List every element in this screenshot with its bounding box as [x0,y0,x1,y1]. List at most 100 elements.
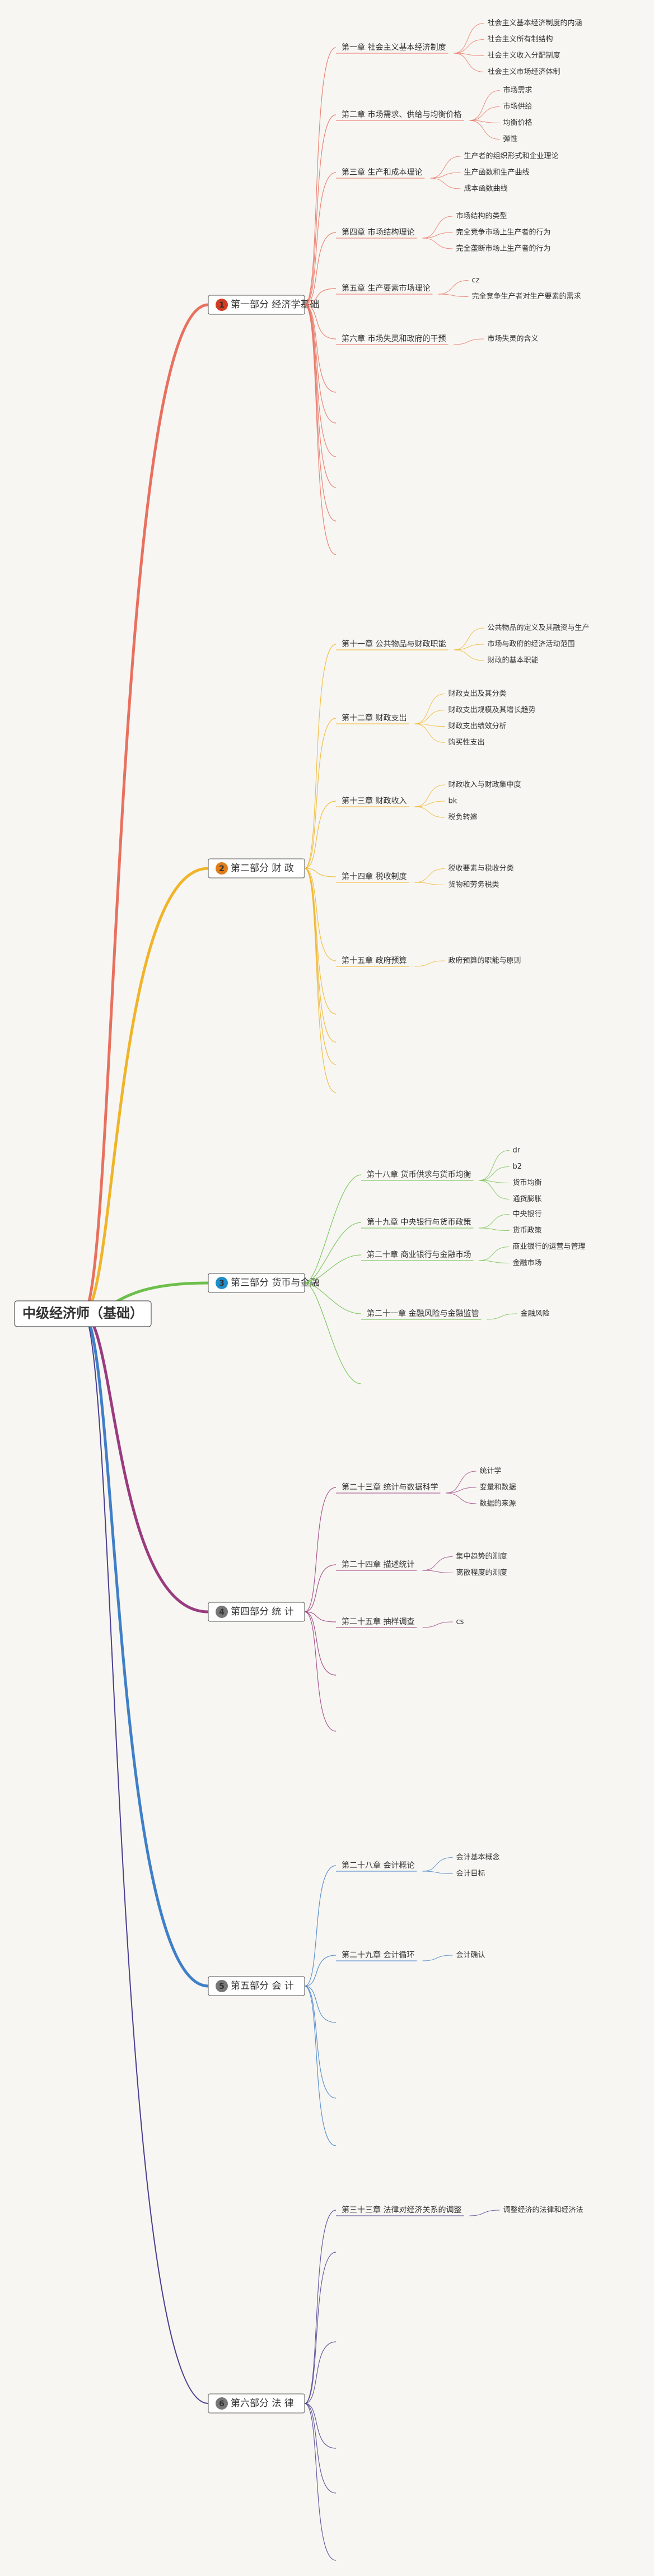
item-label: 完全竞争市场上生产者的行为 [456,228,550,237]
item-label: 市场结构的类型 [456,212,507,221]
chapter-connector [304,232,337,305]
chapter-node[interactable]: 第十二章 财政支出财政支出及其分类财政支出规模及其增长趋势财政支出绩效分析购买性… [336,690,535,747]
empty-branch-line [304,868,337,1043]
chapter-title: 第三章 生产和成本理论 [342,168,422,177]
branch-line-part-1 [82,303,209,1315]
chapter-connector [304,2210,337,2404]
item-connector [446,1487,477,1494]
chapter-node[interactable]: 第六章 市场失灵和政府的干预市场失灵的含义 [336,334,538,345]
chapter-title: 第二十四章 描述统计 [342,1560,414,1569]
item-label: 市场与政府的经济活动范围 [487,640,574,649]
chapter-node[interactable]: 第四章 市场结构理论市场结构的类型完全竞争市场上生产者的行为完全垄断市场上生产者… [336,212,550,253]
item-label: 社会主义收入分配制度 [487,51,560,60]
chapter-title: 第一章 社会主义基本经济制度 [342,43,446,52]
part-title: 第三部分 货币与金融 [231,1277,319,1289]
item-label: 税收要素与税收分类 [448,864,513,873]
chapter-node[interactable]: 第十五章 政府预算 政府预算的职能与原则 [336,956,521,967]
item-connector [469,120,500,123]
item-label: 均衡价格 [503,118,532,127]
item-connector [422,216,453,239]
item-label: 财政支出及其分类 [448,690,506,698]
empty-branch-line [304,2403,337,2449]
item-label: 税负转嫁 [448,813,477,822]
part-number-badge [216,1277,228,1289]
item-label: 政府预算的职能与原则 [448,956,521,965]
item-connector [454,338,484,345]
item-label: 集中趋势的测度 [456,1552,507,1561]
item-connector [469,120,500,140]
chapter-node[interactable]: 第十一章 公共物品与财政职能公共物品的定义及其融资与生产市场与政府的经济活动范围… [336,624,589,665]
item-label: 完全竞争生产者对生产要素的需求 [471,292,581,301]
part-number: 1 [219,301,225,310]
item-label: dr [512,1146,520,1155]
empty-branch-line [304,2252,337,2404]
chapter-node[interactable]: 第三十三章 法律对经济关系的调整调整经济的法律和经济法 [336,2205,583,2216]
item-connector [438,294,469,297]
part-number: 2 [219,864,225,873]
empty-branch-line [304,304,337,522]
chapter-title: 第十五章 政府预算 [342,956,407,965]
item-connector [422,1556,453,1571]
empty-branch-line [304,1611,337,1732]
item-connector [479,1260,510,1263]
part-number: 6 [219,2400,225,2408]
item-label: 会计目标 [456,1870,485,1878]
chapter-node[interactable]: 第二十九章 会计循环 会计确认 [336,1950,485,1961]
item-label: 统计学 [479,1467,501,1476]
item-connector [422,1857,453,1872]
chapter-title: 第四章 市场结构理论 [342,227,414,237]
chapter-connector [304,1955,337,1987]
item-connector [479,1166,510,1181]
item-connector [454,644,484,650]
item-label: 货币均衡 [512,1178,541,1187]
item-label: 金融风险 [520,1309,549,1318]
chapter-node[interactable]: 第二十一章 金融风险与金融监管 金融风险 [361,1309,549,1320]
item-label: 弹性 [503,135,517,143]
item-label: 金融市场 [512,1258,541,1267]
empty-branch-line [304,304,337,393]
chapter-node[interactable]: 第一章 社会主义基本经济制度社会主义基本经济制度的内涵社会主义所有制结构社会主义… [336,18,582,76]
item-connector [469,90,500,121]
item-label: 商业银行的运营与管理 [512,1242,585,1251]
chapter-connector [304,1254,362,1284]
item-label: 会计确认 [456,1951,485,1960]
item-label: 调整经济的法律和经济法 [503,2206,583,2215]
item-label: 购买性支出 [448,738,484,747]
root-node[interactable]: 中级经济师（基础） [14,1300,152,1327]
item-connector [422,1570,453,1573]
part-number-badge [216,862,228,875]
chapter-title: 第二十九章 会计循环 [342,1950,414,1960]
item-connector [414,801,445,807]
chapter-connector [304,801,337,869]
chapter-connector [304,47,337,305]
item-connector [479,1180,510,1183]
item-label: 会计基本概念 [456,1853,499,1862]
part-number-badge [216,1606,228,1618]
branch-line-part-2 [82,867,209,1315]
item-label: 财政支出绩效分析 [448,722,506,731]
item-label: 财政的基本职能 [487,656,538,665]
item-connector [422,238,453,249]
chapter-title: 第二十一章 金融风险与金融监管 [367,1309,479,1318]
chapter-title: 第十一章 公共物品与财政职能 [342,639,446,649]
item-connector [454,649,484,661]
